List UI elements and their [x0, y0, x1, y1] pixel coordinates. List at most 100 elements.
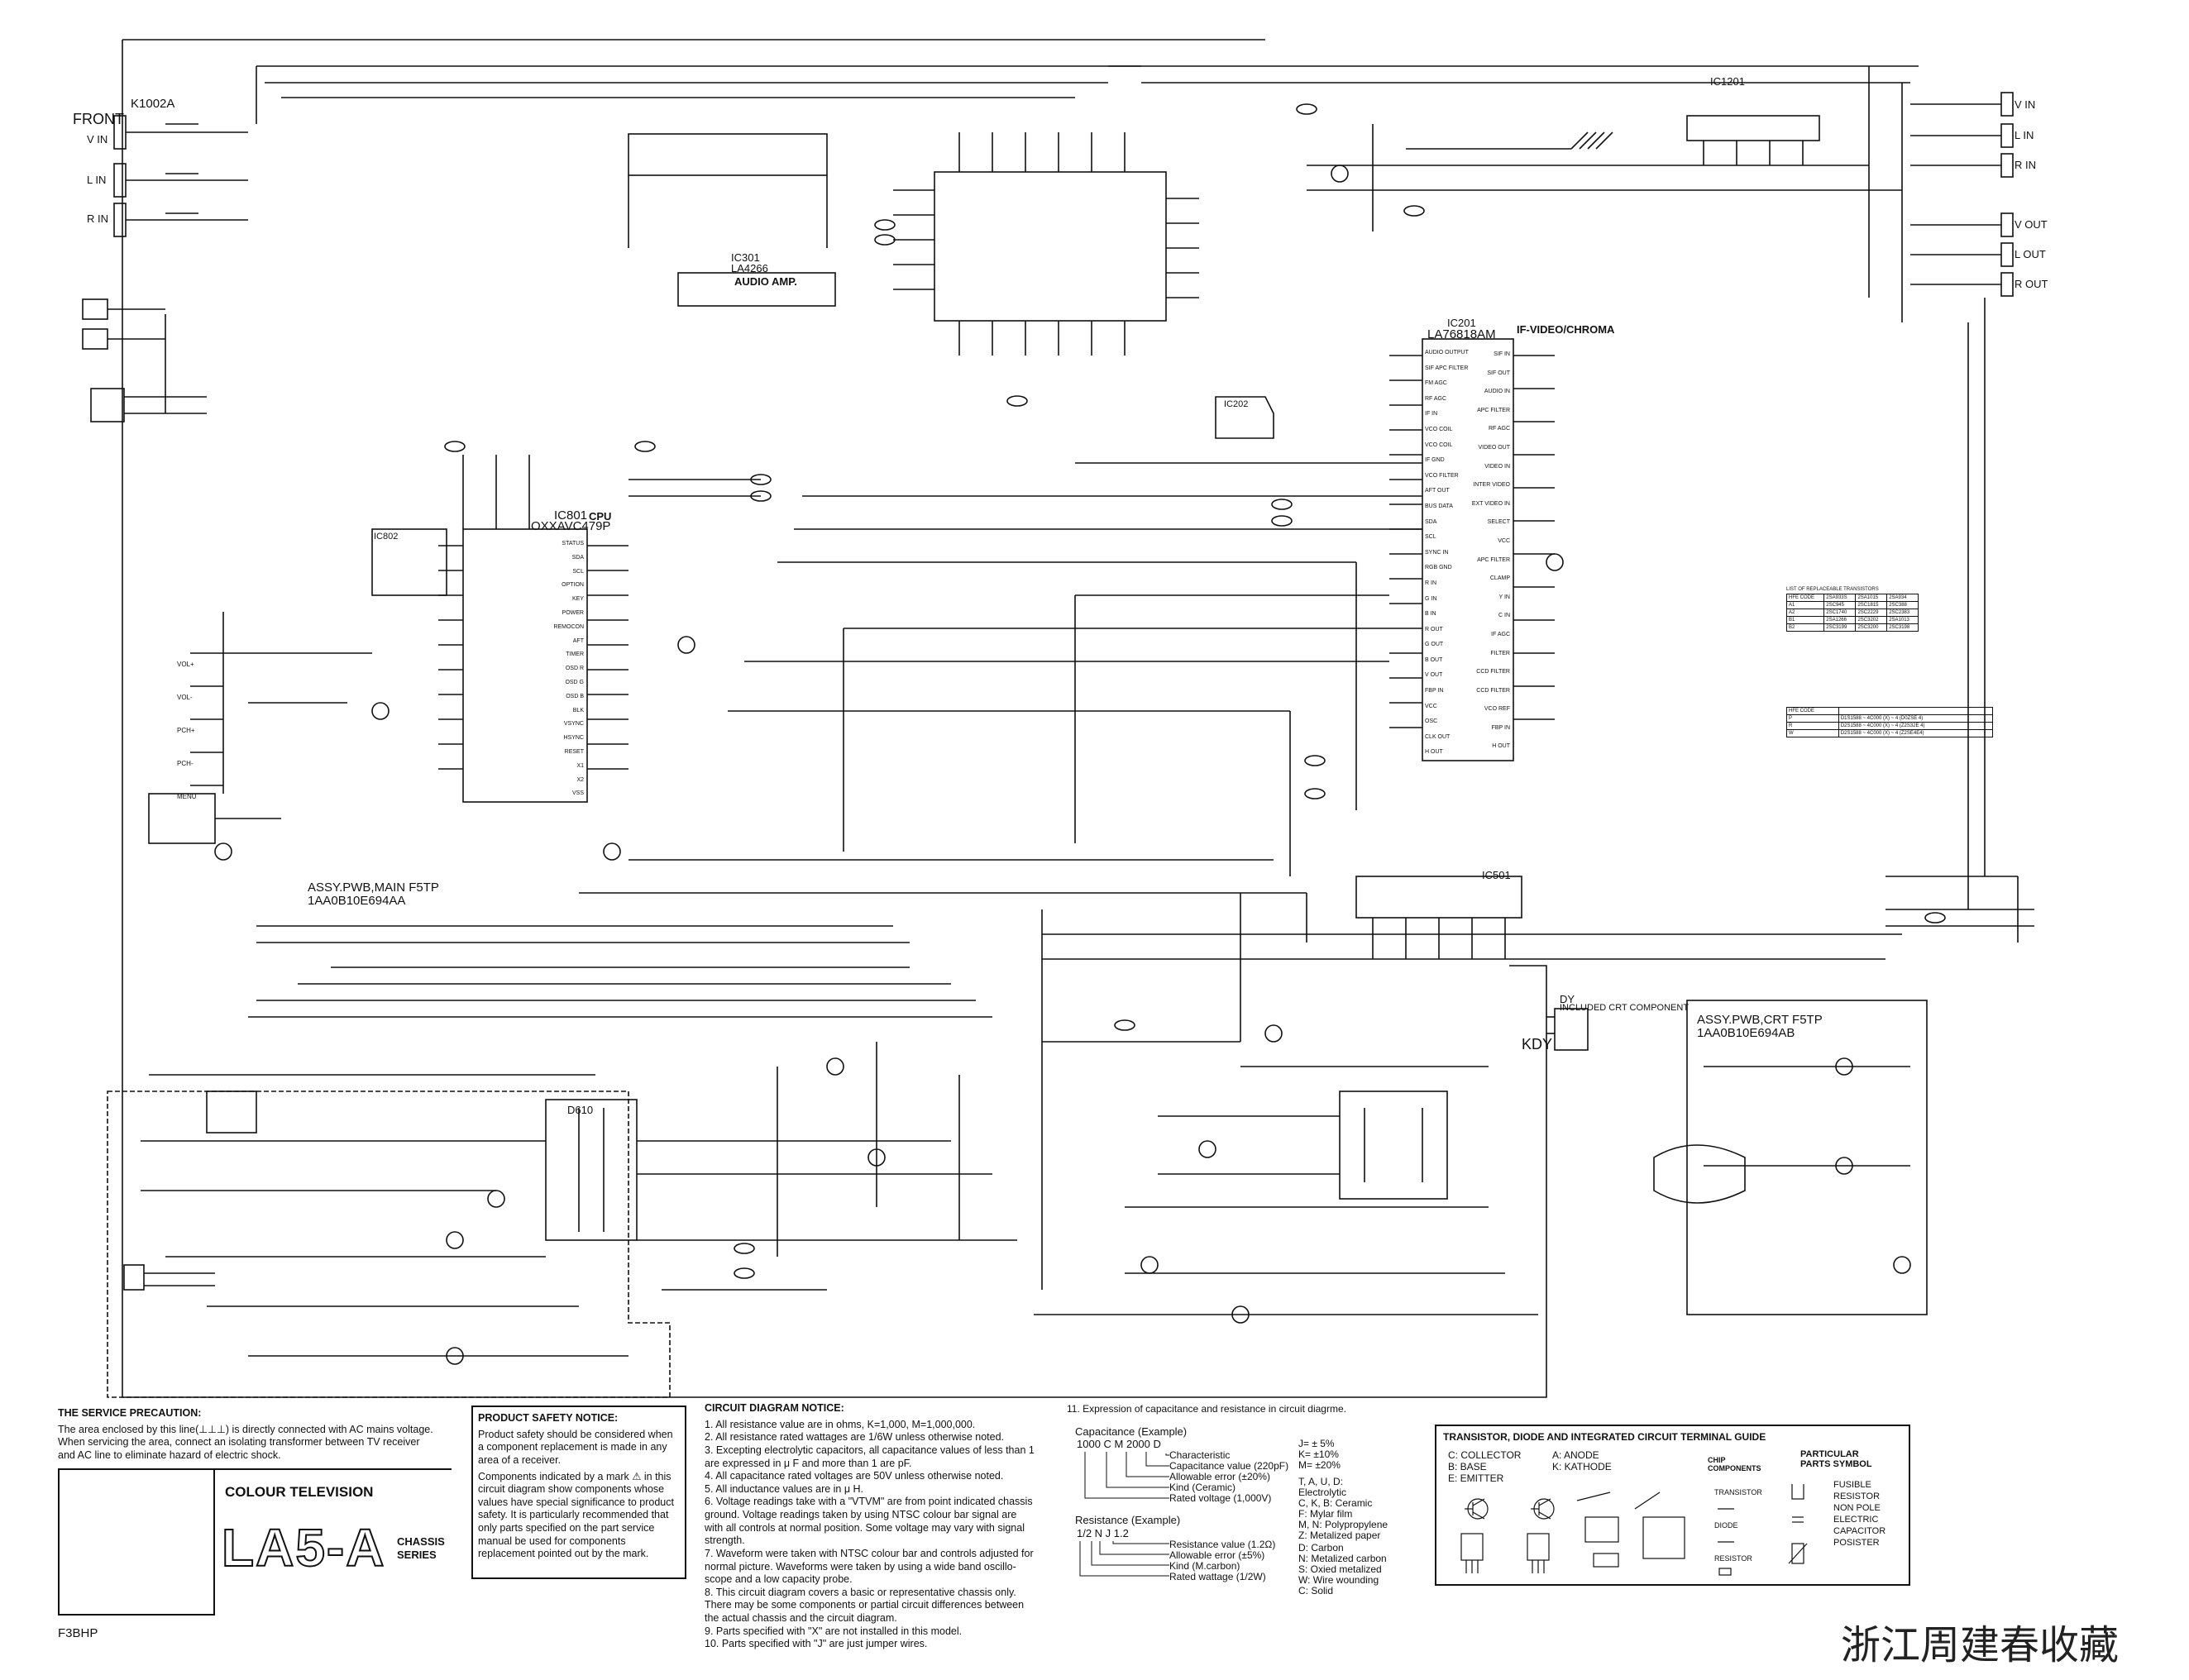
product-safety-p2: Components indicated by a mark ⚠ in this…: [478, 1470, 674, 1560]
capacitor-kind: F: Mylar film: [1298, 1508, 1353, 1520]
resistor-kind: S: Oxied metalized: [1298, 1563, 1382, 1575]
rear-r-in-label: R IN: [2015, 159, 2036, 171]
ic201-pin-label: SIF IN: [1494, 351, 1510, 357]
capacitor-kind: C, K, B: Ceramic: [1298, 1497, 1373, 1509]
ic201-pin-label: VCO COIL: [1425, 441, 1453, 448]
circuit-notice-item: 2. All resistance rated wattages are 1/6…: [705, 1431, 1004, 1444]
ic201-pin-label: G OUT: [1425, 642, 1444, 648]
ic801-pin-label: POWER: [562, 609, 584, 616]
rear-v-in-label: V IN: [2015, 98, 2036, 111]
ic201-pin-label: SYNC IN: [1425, 549, 1449, 556]
ic801-pin-label: OPTION: [562, 582, 584, 589]
ic201-pin-label: CCD FILTER: [1476, 669, 1510, 675]
table-cell: 2SC3199: [1823, 623, 1857, 632]
key-switch-label: VOL-: [177, 694, 193, 701]
rear-l-out-label: L OUT: [2015, 248, 2046, 260]
ic201-pin-label: VCO FILTER: [1425, 472, 1459, 479]
circuit-notice-item: 10. Parts specified with "J" are just ju…: [705, 1638, 928, 1650]
circuit-notice-item: 5. All inductance values are in μ H.: [705, 1482, 864, 1495]
particular-part: RESISTOR: [1833, 1491, 1881, 1501]
particular-part: CAPACITOR: [1833, 1526, 1886, 1536]
circuit-notice-item: 3. Excepting electrolytic capacitors, al…: [705, 1444, 1035, 1469]
service-precaution-line1a: The area enclosed by this line(: [58, 1423, 199, 1435]
capacitor-kind: M, N: Polypropylene: [1298, 1519, 1388, 1530]
table-cell: 2SA934: [1886, 594, 1919, 602]
ic201-pin-label: SELECT: [1487, 519, 1510, 526]
terminal-code: B: BASE: [1448, 1461, 1487, 1472]
collector-watermark: 浙江周建春收藏: [1841, 1622, 2120, 1668]
terminal-guide: TRANSISTOR, DIODE AND INTEGRATED CIRCUIT…: [1435, 1425, 1910, 1586]
ic801-pin-label: VSS: [571, 790, 584, 797]
cap-legend-line: Rated voltage (1,000V): [1169, 1492, 1272, 1504]
circuit-notice-item: 7. Waveform were taken with NTSC colour …: [705, 1547, 1034, 1586]
la4266-label: LA4266: [731, 262, 768, 274]
expression-title: 11. Expression of capacitance and resist…: [1067, 1403, 1346, 1415]
la76818am-label: LA76818AM: [1427, 327, 1496, 341]
ic801-pin-label: HSYNC: [563, 735, 584, 742]
ic201-pin-label: VCO REF: [1484, 706, 1510, 713]
table-cell: 2SA1015: [1855, 594, 1888, 602]
ic201-pin-label: C IN: [1498, 613, 1510, 619]
resistor-kind: W: Wire wounding: [1298, 1574, 1379, 1586]
ic801-pin-label: X1: [576, 762, 584, 769]
table-cell: D2S1588 ~ 4C000 (X) ~ 4 (Z2S32E 4): [1838, 722, 1994, 730]
res-legend-line: Rated wattage (1/2W): [1169, 1571, 1266, 1582]
table-cell: 2SC945: [1823, 601, 1857, 609]
ic801-pin-label: KEY: [571, 596, 584, 603]
ic201-pin-label: INTER VIDEO: [1473, 482, 1510, 489]
circuit-notice-items: 1. All resistance value are in ohms, K=1…: [705, 1419, 1035, 1651]
mains-boundary-symbol: ⊥⊥⊥: [198, 1423, 226, 1435]
product-safety-title: PRODUCT SAFETY NOTICE:: [478, 1412, 619, 1424]
resistor-kind: D: Carbon: [1298, 1542, 1344, 1554]
table-cell: 2SC2229: [1855, 609, 1888, 617]
table-cell: A2: [1785, 609, 1825, 617]
ic201-pin-label: RGB GND: [1425, 565, 1452, 571]
capacitor-kind: T, A, U, D:: [1298, 1476, 1344, 1487]
table-cell: HFE CODE: [1785, 594, 1825, 602]
ic201-pin-label: V OUT: [1425, 672, 1443, 679]
particular-title: PARTICULAR: [1800, 1449, 1859, 1459]
circuit-notice-item: 1. All resistance value are in ohms, K=1…: [705, 1418, 976, 1430]
terminal-code: A: ANODE: [1552, 1449, 1599, 1461]
assy-crt-number: 1AA0B10E694AB: [1697, 1026, 1795, 1040]
ic801-pin-label: SCL: [572, 568, 584, 575]
chip-component: TRANSISTOR: [1714, 1488, 1762, 1496]
tolerance-item: K= ±10%: [1298, 1449, 1339, 1460]
ic201-pin-label: IF GND: [1425, 457, 1445, 464]
ic201-pin-label: SCL: [1425, 534, 1436, 541]
ic201-pin-label: OSC: [1425, 718, 1438, 725]
key-switch-labels: VOL+VOL-PCH+PCH-MENU: [177, 648, 197, 814]
ic801-label: IC801: [554, 508, 588, 523]
d610-label: D610: [567, 1104, 594, 1116]
ic201-pin-label: SDA: [1425, 518, 1437, 525]
ic201-pin-label: IF AGC: [1491, 631, 1510, 637]
ic201-pin-label: VIDEO IN: [1484, 463, 1510, 470]
ic201-pin-label: VCO COIL: [1425, 426, 1453, 432]
circuit-notice-item: 6. Voltage readings take with a "VTVM" a…: [705, 1496, 1033, 1547]
table-cell: 2SC1740: [1823, 609, 1857, 617]
tolerance-item: M= ±20%: [1298, 1459, 1341, 1471]
assy-main-number: 1AA0B10E694AA: [308, 894, 406, 908]
res-example-code: 1/2 N J 1.2: [1077, 1527, 1129, 1539]
cap-legend-line: Allowable error (±20%): [1169, 1471, 1270, 1482]
ic301-label: IC301: [731, 251, 760, 264]
table-cell: 2SA1013: [1886, 616, 1919, 624]
table-cell: 2SA933S: [1823, 594, 1857, 602]
service-precaution-line2: When servicing the area, connect an isol…: [58, 1436, 420, 1461]
ic801-pin-label: SDA: [571, 554, 584, 561]
capacitor-kind: Z: Metalized paper: [1298, 1530, 1381, 1541]
ic801-pin-label: VSYNC: [563, 721, 584, 728]
service-precaution: THE SERVICE PRECAUTION: The area enclose…: [58, 1407, 438, 1466]
res-legend-line: Resistance value (1.2Ω): [1169, 1539, 1276, 1550]
ic201-pin-label: SIF OUT: [1487, 370, 1510, 376]
res-legend-line: Kind (M.carbon): [1169, 1560, 1240, 1572]
